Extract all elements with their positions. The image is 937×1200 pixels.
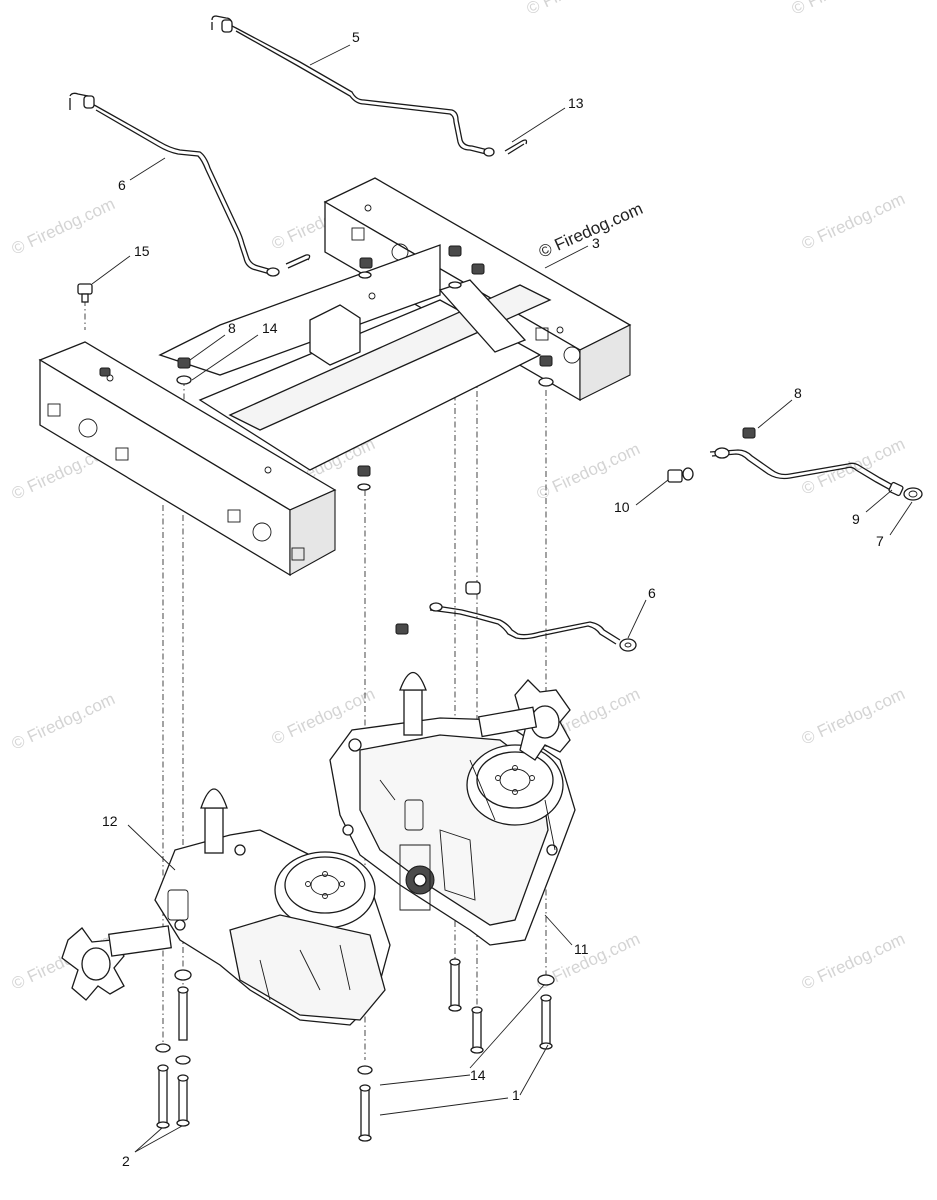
watermark: © Firedog.com <box>799 929 908 993</box>
transaxle-12 <box>61 788 391 1026</box>
callout-14: 14 <box>262 320 278 336</box>
frame-hardware <box>99 245 554 491</box>
copyright-label: © Firedog.com <box>536 199 646 262</box>
callout-6-label: 6 <box>648 585 656 601</box>
control-rod-7 <box>667 427 923 501</box>
watermark: © Firedog.com <box>524 0 633 19</box>
callout-15: 15 <box>134 243 150 259</box>
control-rod-4 <box>211 15 495 157</box>
transaxle-11 <box>329 671 576 946</box>
watermark: © Firedog.com <box>9 689 118 753</box>
callout-12: 12 <box>102 813 118 829</box>
callout-8: 8 <box>228 320 236 336</box>
callout-labels: 5 13 6 3 15 8 14 8 10 9 7 12 11 14 1 2 <box>102 29 884 1169</box>
mounting-bolts <box>155 958 555 1142</box>
watermark: © Firedog.com <box>799 189 908 253</box>
callout-10: 10 <box>614 499 630 515</box>
callout-5: 6 <box>118 177 126 193</box>
callout-13: 13 <box>568 95 584 111</box>
control-rod-5 <box>69 92 280 277</box>
watermark: © Firedog.com <box>9 194 118 258</box>
watermark: © Firedog.com <box>534 439 643 503</box>
frame-3 <box>38 177 632 577</box>
callout-4: 5 <box>352 29 360 45</box>
callout-2: 2 <box>122 1153 130 1169</box>
callout-1: 1 <box>512 1087 520 1103</box>
cotter-pin <box>285 254 311 269</box>
bolt-15 <box>77 283 93 303</box>
callout-9: 9 <box>852 511 860 527</box>
callout-14b: 14 <box>470 1067 486 1083</box>
leader-lines <box>91 44 913 1153</box>
control-rod-6 <box>395 581 637 652</box>
callout-3: 3 <box>592 235 600 251</box>
watermark: © Firedog.com <box>799 684 908 748</box>
callout-8b: 8 <box>794 385 802 401</box>
callout-7: 7 <box>876 533 884 549</box>
watermark: © Firedog.com <box>789 0 898 19</box>
cotter-pin-13 <box>504 139 528 155</box>
callout-11: 11 <box>574 941 589 957</box>
